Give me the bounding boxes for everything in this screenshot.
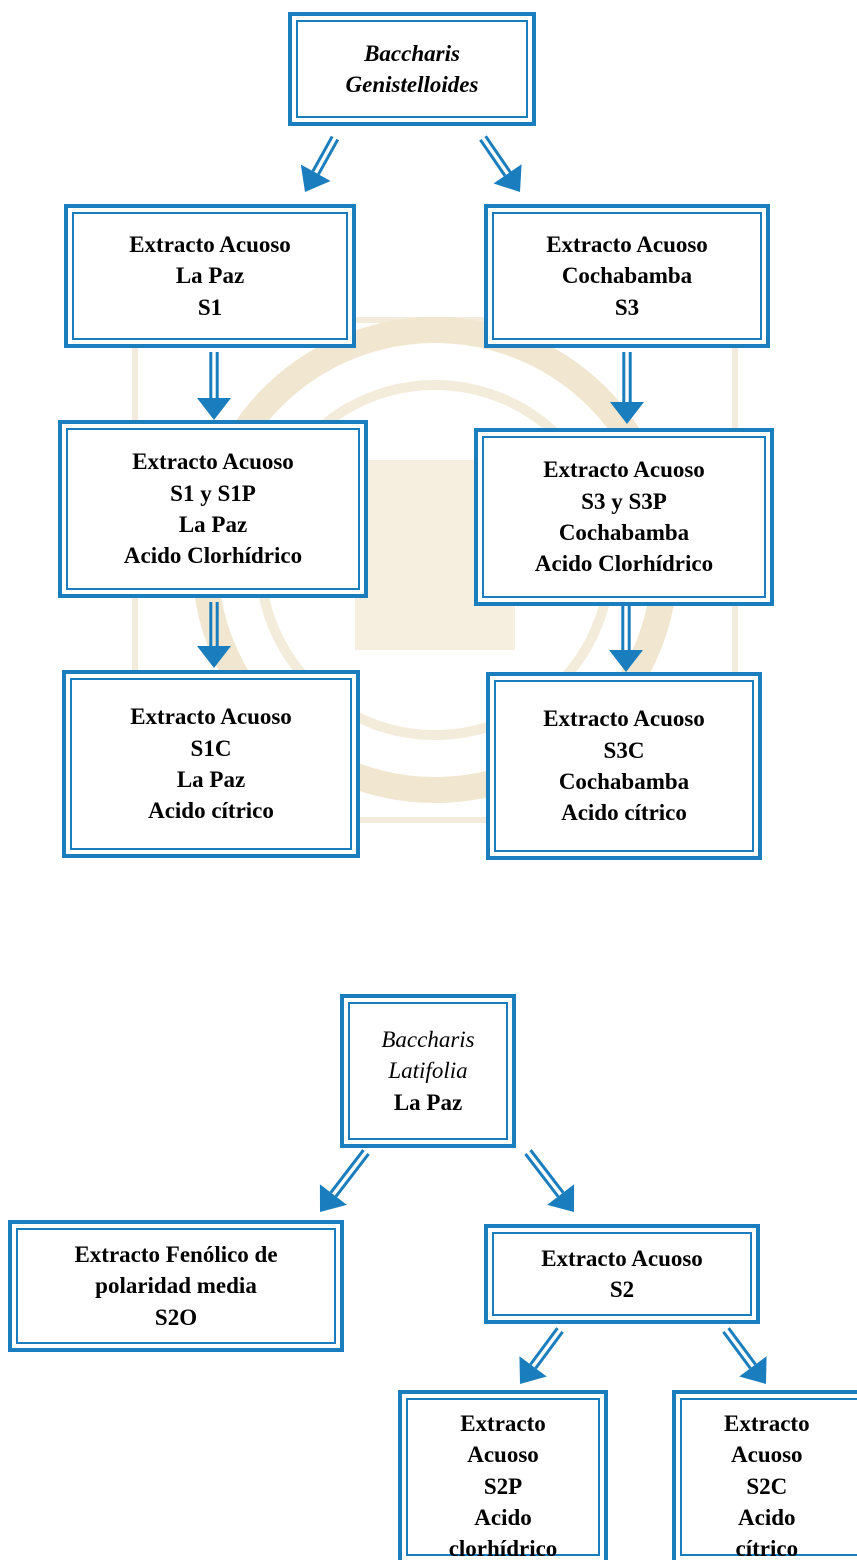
node-text: Extracto Acuoso [132, 449, 294, 475]
node-text: Extracto Acuoso [543, 706, 705, 732]
node-baccharis-genistelloides: Baccharis Genistelloides [288, 12, 536, 126]
node-text: Baccharis [381, 1027, 475, 1053]
arrow-s2-to-s2c [722, 1327, 767, 1384]
node-text: Extracto Acuoso [129, 232, 291, 258]
node-extracto-s2: Extracto Acuoso S2 [484, 1224, 760, 1324]
node-extracto-s3: Extracto Acuoso Cochabamba S3 [484, 204, 770, 348]
node-text: Extracto [724, 1411, 810, 1436]
node-text: Acido [738, 1504, 796, 1530]
arrow-genistelloides-to-s3 [479, 135, 522, 192]
node-baccharis-latifolia: Baccharis Latifolia La Paz [340, 994, 516, 1148]
node-text: Acido cítrico [561, 800, 687, 826]
node-text: La Paz [175, 263, 245, 289]
arrow-latifolia-to-s2 [524, 1149, 575, 1212]
node-text: Extracto Acuoso [543, 457, 705, 483]
node-extracto-s3p: Extracto Acuoso S3 y S3P Cochabamba Acid… [474, 428, 774, 606]
node-extracto-s1p: Extracto Acuoso S1 y S1P La Paz Acido Cl… [58, 420, 368, 598]
arrow-genistelloides-to-s1 [300, 135, 340, 192]
node-text: Extracto Acuoso [541, 1245, 703, 1271]
node-text: Extracto Acuoso [546, 232, 708, 258]
node-text: S3C [603, 737, 645, 763]
node-text: Acido cítrico [148, 798, 274, 824]
node-text: Acido [474, 1504, 532, 1530]
node-text: S1 y S1P [170, 480, 256, 506]
node-text: S1C [190, 735, 232, 761]
node-text: Baccharis [364, 40, 460, 66]
node-text: Acido Clorhídrico [534, 551, 714, 577]
node-text: Cochabamba [558, 769, 690, 794]
node-text: La Paz [176, 767, 246, 792]
node-text: clorhídrico [448, 1536, 558, 1562]
node-text: Acuoso [731, 1442, 803, 1468]
node-text: Cochabamba [561, 263, 693, 289]
node-text: Extracto Acuoso [130, 704, 292, 730]
node-text: cítrico [735, 1536, 799, 1562]
node-text: S2C [746, 1473, 788, 1499]
node-text: Latifolia [388, 1058, 468, 1084]
node-extracto-s2p: Extracto Acuoso S2P Acido clorhídrico [398, 1390, 608, 1561]
node-text: Extracto [460, 1411, 546, 1436]
node-text: S2O [154, 1304, 198, 1330]
node-text: S1 [197, 294, 223, 320]
node-text: Cochabamba [558, 520, 690, 545]
node-extracto-s3c: Extracto Acuoso S3C Cochabamba Acido cít… [486, 672, 762, 860]
node-extracto-s2c: Extracto Acuoso S2C Acido cítrico [672, 1390, 857, 1561]
node-text: S2P [483, 1473, 523, 1499]
node-text: Acuoso [467, 1442, 539, 1468]
node-text: S3 y S3P [581, 488, 667, 514]
arrow-s3p-to-s3c [609, 606, 643, 672]
arrow-s1p-to-s1c [197, 602, 231, 668]
arrow-s1-to-s1p [197, 352, 231, 420]
arrow-latifolia-to-s2o [319, 1149, 370, 1212]
node-text: La Paz [178, 512, 248, 537]
arrow-s2-to-s2p [519, 1327, 564, 1384]
node-text: S3 [614, 294, 640, 320]
node-extracto-s1: Extracto Acuoso La Paz S1 [64, 204, 356, 348]
node-text: S2 [609, 1277, 635, 1302]
node-text: Extracto Fenólico de [74, 1242, 278, 1268]
node-text: polaridad media [95, 1273, 257, 1299]
arrow-s3-to-s3p [610, 352, 644, 424]
node-extracto-s1c: Extracto Acuoso S1C La Paz Acido cítrico [62, 670, 360, 858]
node-extracto-s2o: Extracto Fenólico de polaridad media S2O [8, 1220, 344, 1352]
node-text: Acido Clorhídrico [123, 543, 303, 569]
node-text: La Paz [393, 1089, 463, 1115]
node-text: Genistelloides [345, 72, 479, 97]
